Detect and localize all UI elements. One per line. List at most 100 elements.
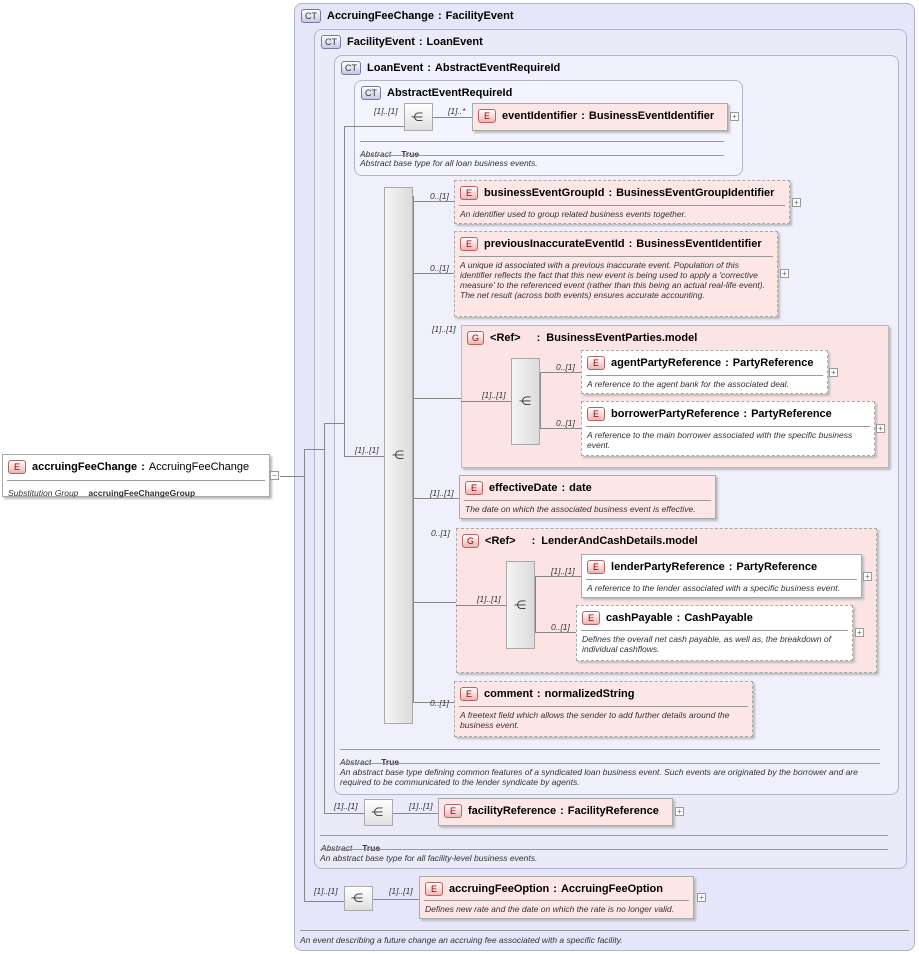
facility-sequence-compositor[interactable]: ⋲ [364, 799, 393, 826]
element-icon: E [425, 882, 444, 896]
element-icon: E [444, 804, 463, 818]
element-previous-inaccurate-event-id[interactable]: E previousInaccurateEventId : BusinessEv… [454, 231, 778, 317]
expand-business-event-group-id[interactable]: + [792, 198, 801, 207]
expand-accruing-fee-option[interactable]: + [697, 893, 706, 902]
connector [304, 449, 305, 901]
connector [324, 423, 325, 813]
expand-cash-payable[interactable]: + [855, 628, 864, 637]
cardinality: 0..[1] [430, 698, 449, 708]
connector [413, 398, 461, 399]
element-effective-date[interactable]: E effectiveDate : date The date on which… [459, 475, 716, 519]
complex-type-icon: CT [361, 86, 381, 100]
ct-facility-description: An abstract base type for all facility-l… [320, 853, 538, 863]
ct-facility-header: CT FacilityEvent : LoanEvent [321, 35, 483, 49]
expand-lender-party-reference[interactable]: + [863, 572, 872, 581]
expand-agent-party-reference[interactable]: + [829, 368, 838, 377]
element-facility-reference[interactable]: E facilityReference : FacilityReference [438, 798, 673, 826]
divider [586, 375, 823, 376]
element-accruing-fee-option[interactable]: E accruingFeeOption : AccruingFeeOption … [419, 876, 694, 919]
sequence-compositor[interactable]: ⋲ [404, 103, 433, 131]
element-icon: E [460, 186, 479, 200]
connector [433, 117, 472, 118]
expand-event-identifier[interactable]: + [730, 112, 739, 121]
connector [540, 428, 581, 429]
connector [413, 702, 454, 703]
divider [464, 500, 711, 501]
sequence-icon: ⋲ [392, 448, 404, 462]
cardinality: [1]..[1] [409, 801, 433, 811]
type-separator: : [437, 10, 442, 22]
collapse-root-toggle[interactable]: − [270, 471, 279, 480]
connector [413, 602, 456, 603]
element-business-event-group-id[interactable]: E businessEventGroupId : BusinessEventGr… [454, 180, 790, 224]
ct-accruing-description: An event describing a future change an a… [300, 935, 623, 945]
ct-facility-title: FacilityEvent [347, 36, 415, 48]
ct-loan-description: An abstract base type defining common fe… [340, 767, 858, 787]
divider [459, 256, 773, 257]
connector [461, 401, 511, 402]
element-borrower-party-reference[interactable]: E borrowerPartyReference : PartyReferenc… [581, 401, 875, 456]
expand-borrower-party-reference[interactable]: + [876, 424, 885, 433]
connector [456, 605, 506, 606]
ct-facility-base: LoanEvent [426, 36, 483, 48]
group-icon: G [462, 534, 480, 548]
element-icon: E [8, 460, 27, 474]
divider [586, 426, 870, 427]
connector [393, 813, 438, 814]
divider [360, 155, 724, 156]
ct-accruing-base: FacilityEvent [445, 10, 514, 22]
sequence-icon: ⋲ [514, 598, 526, 612]
ct-abstract-description: Abstract base type for all loan business… [360, 158, 538, 168]
connector [304, 901, 344, 902]
connector [344, 456, 384, 457]
element-icon: E [465, 481, 484, 495]
connector [413, 196, 414, 702]
connector [413, 201, 454, 202]
root-element-accruing-fee-change[interactable]: AccruingFeeChange E accruingFeeChange : … [2, 454, 270, 498]
connector [413, 498, 459, 499]
element-lender-party-reference[interactable]: E lenderPartyReference : PartyReference … [581, 554, 862, 598]
connector [535, 576, 581, 577]
element-icon: E [460, 687, 479, 701]
accruing-sequence-compositor[interactable]: ⋲ [344, 886, 373, 911]
ct-loan-base: AbstractEventRequireId [434, 62, 561, 74]
cardinality: 0..[1] [556, 418, 575, 428]
main-sequence-compositor[interactable]: ⋲ [384, 187, 413, 724]
element-comment[interactable]: E comment : normalizedString A freetext … [454, 681, 753, 737]
cardinality: 0..[1] [430, 191, 449, 201]
divider [340, 763, 880, 764]
cardinality: [1]..[1] [432, 324, 456, 334]
cardinality: [1]..[1] [355, 445, 379, 455]
divider [300, 930, 909, 931]
divider [320, 835, 888, 836]
element-cash-payable[interactable]: E cashPayable : CashPayable Defines the … [576, 605, 853, 661]
expand-facility-reference[interactable]: + [675, 807, 684, 816]
ct-abstract-title: AbstractEventRequireId [387, 87, 513, 99]
cardinality: [1]..[1] [314, 886, 338, 896]
connector [373, 899, 419, 900]
cardinality: [1]..[1] [374, 106, 398, 116]
divider [424, 900, 689, 901]
complex-type-icon: CT [341, 61, 361, 75]
complex-type-icon: CT [321, 35, 341, 49]
element-icon: E [582, 611, 601, 625]
element-event-identifier[interactable]: E eventIdentifier : BusinessEventIdentif… [472, 103, 728, 131]
divider [340, 749, 880, 750]
element-agent-party-reference[interactable]: E agentPartyReference : PartyReference A… [581, 350, 828, 394]
ct-abstract-header: CT AbstractEventRequireId [361, 86, 512, 100]
cardinality: 0..[1] [556, 362, 575, 372]
lender-sequence-compositor[interactable]: ⋲ [506, 561, 535, 649]
cardinality: [1]..[1] [482, 390, 506, 400]
ct-loan-title: LoanEvent [367, 62, 424, 74]
expand-previous-inaccurate-event-id[interactable]: + [780, 269, 789, 278]
divider [581, 630, 848, 631]
divider [360, 141, 724, 142]
root-name: accruingFeeChange [32, 461, 138, 473]
element-icon: E [587, 560, 606, 574]
parties-sequence-compositor[interactable]: ⋲ [511, 358, 540, 445]
connector [344, 126, 345, 456]
